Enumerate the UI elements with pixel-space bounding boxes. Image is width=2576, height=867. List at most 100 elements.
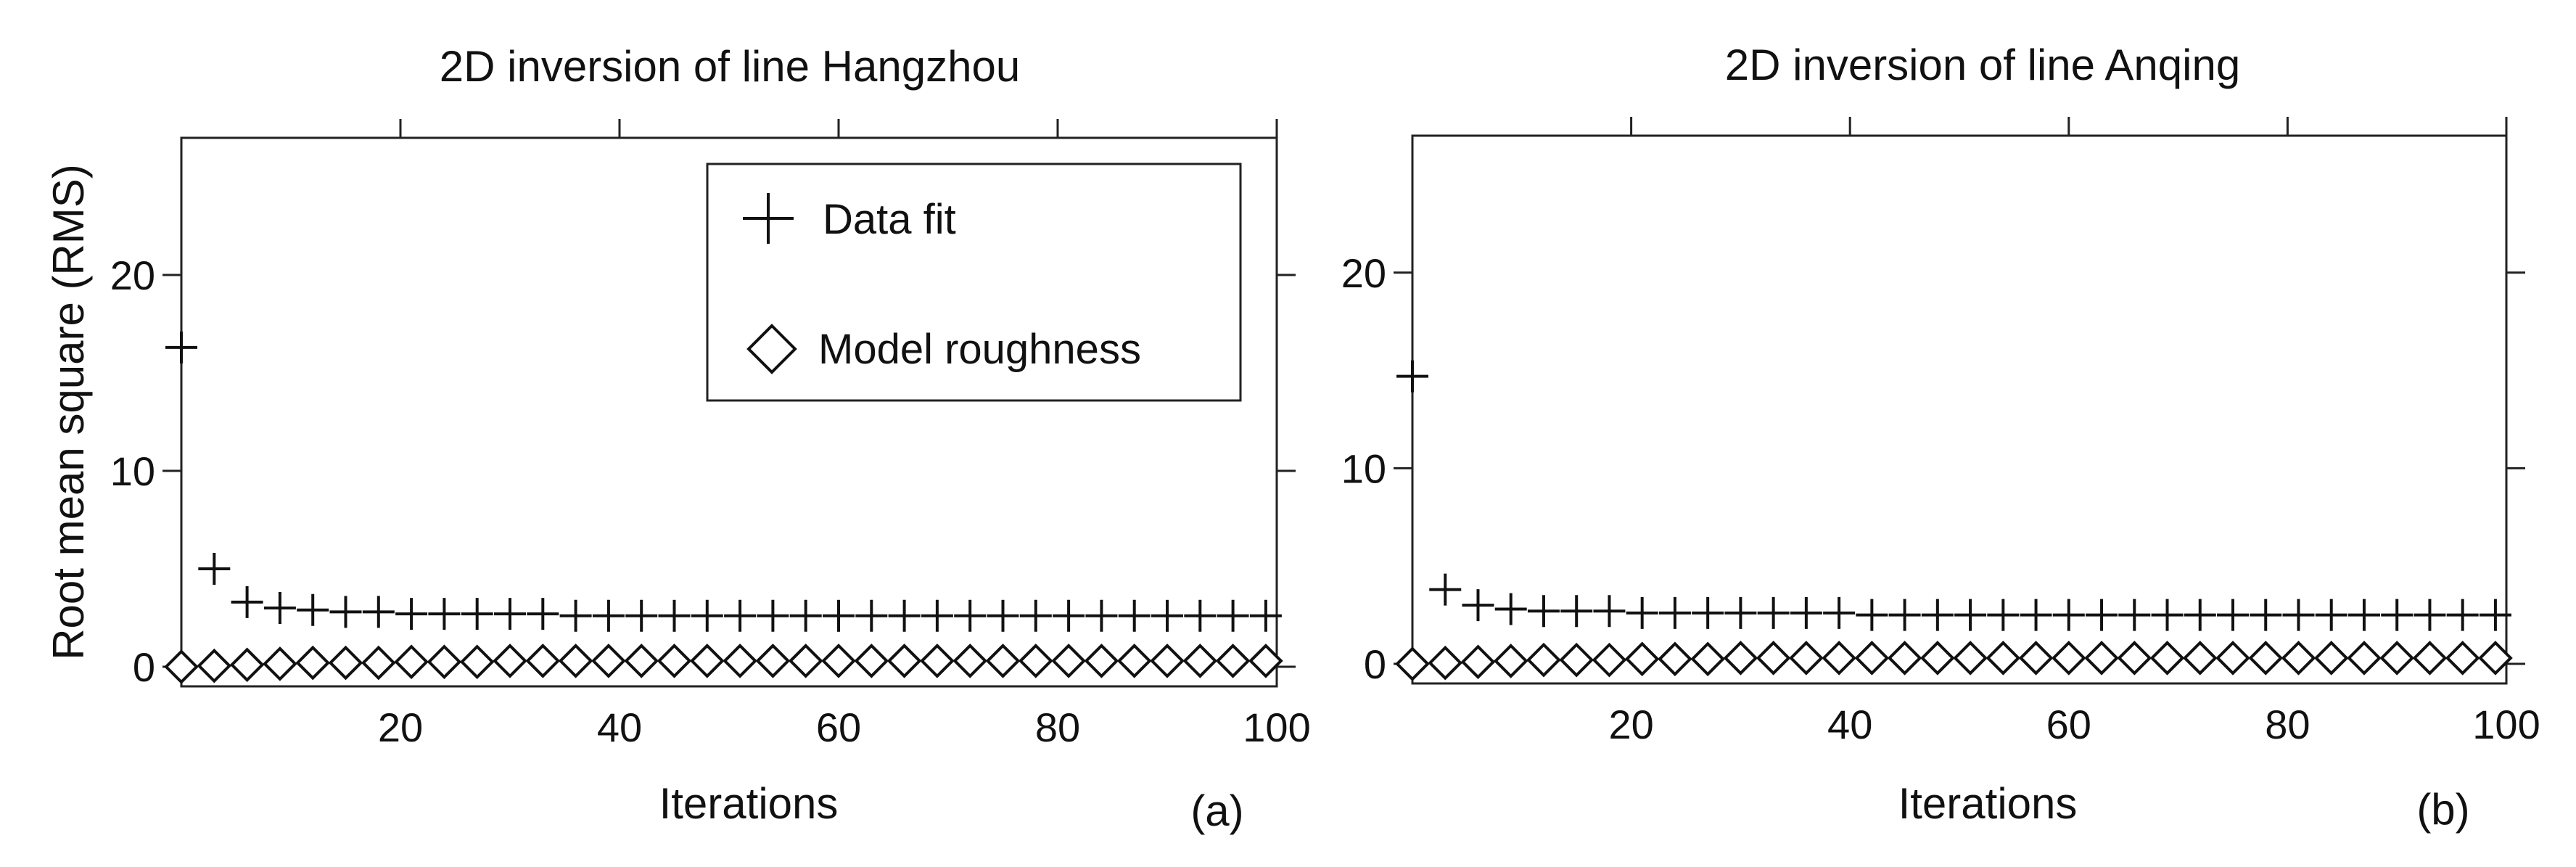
panel-b-data-fit-point (1626, 596, 1658, 629)
panel-a-model-roughness-point (459, 644, 495, 680)
panel-b-model-roughness-point (1526, 642, 1561, 678)
panel-b-data-fit-point (2086, 599, 2118, 631)
panel-a-model-roughness-point (854, 644, 889, 678)
panel-b-data-fit-point (1757, 596, 1790, 629)
panel-b-data-fit-point (2347, 599, 2380, 631)
panel-b-data-fit-point (2052, 599, 2085, 631)
panel-b-data-fit-point (2151, 599, 2184, 631)
panel-a-data-fit-point (691, 599, 723, 632)
panel-a-x-tick-label: 80 (1035, 704, 1080, 750)
panel-a-model-roughness-point (295, 645, 331, 681)
panel-a-model-roughness-point (197, 648, 232, 683)
panel-a-x-tick-label: 40 (597, 704, 642, 750)
panel-b-model-roughness-point (2182, 641, 2218, 675)
panel-a-data-fit-point (428, 598, 461, 630)
panel-b-data-fit-point (1724, 596, 1757, 629)
panel-a-plot-frame (180, 136, 1278, 688)
legend-plus-marker-icon (743, 193, 794, 244)
panel-a-model-roughness-point (328, 645, 363, 681)
panel-b-model-roughness-point (1592, 642, 1627, 678)
panel-a-data-fit-point (724, 599, 757, 632)
panel-b-model-roughness-point (1756, 641, 1791, 675)
panel-a-model-roughness-point (788, 644, 823, 678)
panel-a-data-fit-point (987, 599, 1019, 632)
panel-a-model-roughness-point (1215, 644, 1251, 678)
panel-a-model-roughness-point (591, 644, 626, 678)
panel-a-model-roughness-point (723, 644, 757, 678)
panel-a-model-roughness-point (1248, 644, 1283, 678)
panel-a-data-fit-point (757, 599, 789, 632)
panel-a-data-fit-point (527, 598, 559, 630)
panel-a-data-fit-point (165, 331, 197, 363)
panel-a-x-tick-label: 20 (378, 704, 423, 750)
panel-b-data-fit-point (2184, 599, 2216, 631)
panel-a-model-roughness-point (657, 644, 692, 678)
panel-b-data-fit-point (1462, 589, 1494, 622)
panel-b-data-fit-point (1954, 599, 1987, 631)
panel-b-model-roughness-point (1690, 641, 1725, 677)
legend-box (706, 163, 1242, 402)
panel-a-model-roughness-point (755, 644, 791, 678)
panel-a-data-fit-point (625, 599, 658, 632)
panel-b-data-fit-point (1888, 599, 1921, 631)
panel-b-data-fit-point (2315, 599, 2347, 631)
panel-b-data-fit-point (2020, 599, 2052, 631)
panel-b-data-fit-point (2479, 599, 2511, 631)
panel-b-data-fit-point (1790, 596, 1822, 629)
panel-b-x-tick-label: 20 (1608, 702, 1653, 747)
panel-b-model-roughness-point (2051, 641, 2086, 675)
panel-a-data-fit-point (395, 598, 428, 630)
panel-b-model-roughness-point (2412, 641, 2448, 675)
panel-a-model-roughness-point (985, 644, 1021, 678)
panel-a-data-fit-point (888, 599, 921, 632)
panel-a-model-roughness-point (1116, 644, 1152, 678)
panel-b-model-roughness-point (1789, 641, 1824, 675)
panel-b-model-roughness-point (2347, 641, 2382, 675)
panel-a-data-fit-point (461, 598, 493, 630)
panel-a-data-fit-point (1118, 599, 1151, 632)
panel-b-marks (1395, 360, 2513, 681)
panel-b-model-roughness-point (2149, 641, 2185, 675)
panel-b-model-roughness-point (1854, 641, 1890, 675)
panel-b-model-roughness-point (2084, 641, 2119, 675)
panel-b-data-fit-point (1987, 599, 2020, 631)
panel-b-model-roughness-point (1920, 641, 1955, 675)
panel-a-model-roughness-point (1150, 644, 1185, 678)
panel-b-model-roughness-point (2018, 641, 2054, 675)
panel-a-model-roughness-point (821, 644, 856, 678)
panel-a-x-tick-label: 100 (1243, 704, 1310, 750)
panel-a-marks (164, 331, 1283, 684)
panel-b-model-roughness-point (2248, 641, 2284, 675)
panel-a-y-tick-label: 20 (110, 252, 155, 298)
panel-b-data-fit-point (2250, 599, 2282, 631)
panel-b-plot-frame (1411, 134, 2508, 685)
panel-b-model-roughness-point (1395, 646, 1430, 681)
panel-b-y-tick-label: 10 (1341, 445, 1386, 491)
panel-b-data-fit-point (2446, 599, 2479, 631)
panel-a-data-fit-point (1249, 599, 1282, 632)
panel-b-data-fit-point (1856, 599, 1888, 631)
panel-a-model-roughness-point (920, 644, 955, 678)
panel-a-model-roughness-point (886, 644, 922, 678)
panel-b-model-roughness-point (1428, 645, 1463, 681)
panel-b-model-roughness-point (1723, 641, 1758, 675)
panel-a-model-roughness-point (689, 644, 725, 678)
panel-b-data-fit-point (2282, 599, 2315, 631)
panel-a-data-fit-point (263, 592, 296, 624)
panel-a-data-fit-point (329, 596, 362, 628)
panel-b-data-fit-point (1560, 595, 1593, 628)
panel-b-data-fit-point (1921, 599, 1954, 631)
panel-a-data-fit-point (1184, 599, 1217, 632)
panel-a-data-fit-point (658, 599, 691, 632)
panel-b-model-roughness-point (2281, 641, 2316, 675)
panel-b-x-axis-label: Iterations (1898, 779, 2078, 828)
panel-a-data-fit-point (1053, 599, 1085, 632)
panel-a-model-roughness-point (1084, 644, 1119, 678)
panel-b-x-tick-label: 100 (2472, 702, 2540, 747)
panel-b-model-roughness-point (1559, 642, 1594, 678)
panel-a-label: (a) (1190, 786, 1243, 835)
panel-b-data-fit-point (1494, 593, 1527, 625)
